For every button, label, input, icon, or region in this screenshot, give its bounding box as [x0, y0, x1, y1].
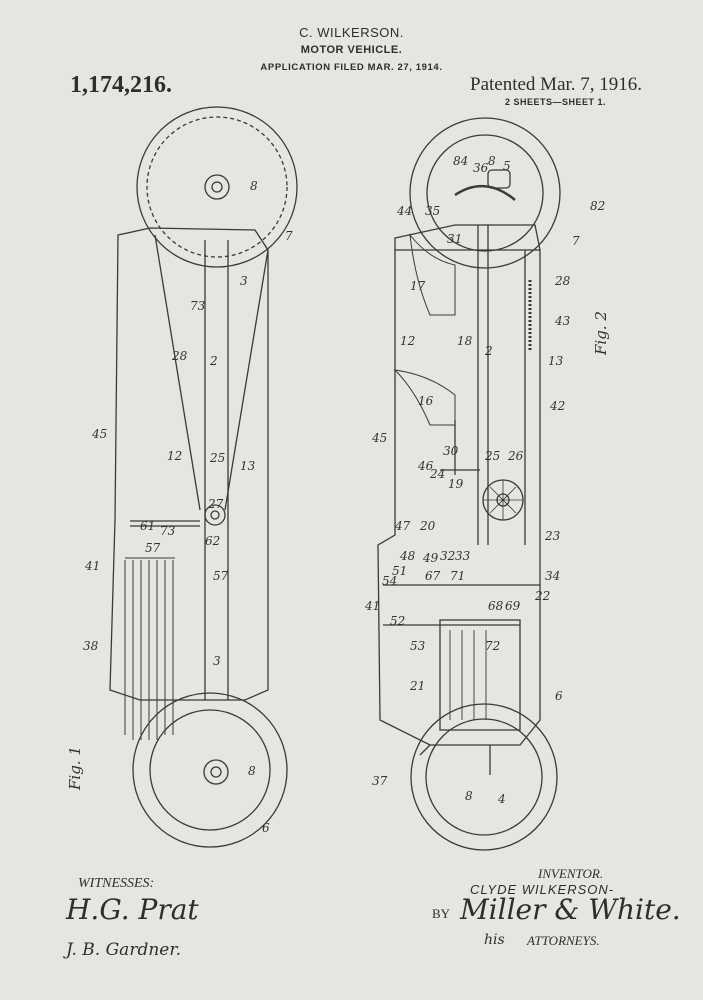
ref: 5 — [503, 159, 511, 173]
ref: 28 — [554, 274, 571, 288]
fig1-front-wheel — [136, 106, 298, 268]
by-label: BY — [432, 906, 451, 921]
fig2-front-wheel — [409, 117, 561, 269]
ref: 6 — [262, 821, 270, 835]
fig1-top-view — [109, 106, 298, 848]
ref: 8 — [488, 154, 496, 168]
ref: 45 — [91, 427, 107, 441]
ref: 25 — [209, 451, 225, 465]
ref: 13 — [240, 459, 256, 473]
ref: 37 — [372, 774, 388, 788]
ref: 8 — [465, 789, 473, 803]
ref: 67 — [425, 569, 441, 583]
fig2-label: Fig. 2 — [592, 311, 610, 356]
ref: 4 — [497, 792, 506, 806]
fig1-rear-wheel — [132, 692, 288, 848]
inventor-label: INVENTOR. — [538, 866, 604, 881]
witness-signature-1: H.G. Prat — [66, 893, 199, 926]
attorneys-label: ATTORNEYS. — [527, 933, 600, 948]
ref: 20 — [419, 519, 436, 533]
witness-signature-2: J. B. Gardner. — [66, 940, 181, 960]
ref: 46 — [417, 459, 434, 473]
ref: 52 — [390, 614, 405, 628]
ref: 68 — [488, 599, 504, 613]
inventor-name: CLYDE WILKERSON- — [470, 882, 615, 897]
ref: 30 — [443, 444, 459, 458]
fig2-body-outline — [377, 224, 541, 746]
application-filed-date: APPLICATION FILED MAR. 27, 1914. — [260, 62, 443, 73]
ref: 23 — [544, 529, 561, 543]
ref: 34 — [545, 569, 560, 583]
ref: 38 — [83, 639, 99, 653]
attorney-signature: Miller & White. — [460, 893, 681, 926]
ref: 57 — [145, 541, 161, 555]
ref: 41 — [364, 599, 380, 613]
ref: 62 — [205, 534, 220, 548]
ref: 61 — [140, 519, 155, 533]
fig1-body-outline — [109, 227, 269, 701]
ref: 47 — [394, 519, 411, 533]
ref: 72 — [485, 639, 500, 653]
ref: 51 — [392, 564, 407, 578]
ref: 12 — [400, 334, 415, 348]
ref: 16 — [418, 394, 434, 408]
ref: 36 — [473, 161, 489, 175]
fig2-rear-wheel — [410, 703, 558, 851]
ref: 2 — [209, 354, 218, 368]
ref: 8 — [250, 179, 258, 193]
ref: 57 — [213, 569, 229, 583]
ref: 31 — [447, 232, 462, 246]
inventor-name-header: C. WILKERSON. — [299, 25, 404, 40]
fig2-reference-numerals: 84 36 8 5 44 35 31 82 7 28 17 43 12 18 2… — [364, 154, 610, 806]
ref: 26 — [507, 449, 524, 463]
fig1-reference-numerals: 7 8 3 73 28 2 12 25 13 45 27 61 73 57 62… — [66, 179, 293, 835]
ref: 13 — [548, 354, 564, 368]
ref: 8 — [248, 764, 256, 778]
patented-date: Patented Mar. 7, 1916. — [470, 74, 643, 95]
patent-number: 1,174,216. — [70, 72, 172, 98]
ref: 7 — [285, 229, 293, 243]
ref: 43 — [554, 314, 571, 328]
ref: 7 — [572, 234, 580, 248]
sheet-count: 2 SHEETS—SHEET 1. — [505, 97, 607, 107]
fig1-label: Fig. 1 — [66, 746, 84, 791]
fig2-engine — [439, 619, 521, 731]
ref: 27 — [207, 497, 224, 511]
ref: 53 — [410, 639, 426, 653]
ref: 17 — [410, 279, 426, 293]
ref: 84 — [453, 154, 468, 168]
ref: 3 — [213, 654, 221, 668]
fig2-side-view — [377, 117, 561, 851]
ref: 2 — [484, 344, 493, 358]
ref: 24 — [429, 467, 445, 481]
ref: 6 — [555, 689, 563, 703]
ref: 25 — [484, 449, 500, 463]
ref: 73 — [160, 524, 176, 538]
ref: 21 — [409, 679, 425, 693]
ref: 19 — [448, 477, 464, 491]
ref: 18 — [457, 334, 473, 348]
ref: 49 — [422, 551, 439, 565]
ref: 28 — [171, 349, 188, 363]
ref: 41 — [84, 559, 100, 573]
ref: 32 — [440, 549, 455, 563]
ref: 82 — [590, 199, 605, 213]
ref: 44 — [396, 204, 412, 218]
patent-title: MOTOR VEHICLE. — [300, 44, 403, 56]
ref: 33 — [455, 549, 471, 563]
ref: 35 — [425, 204, 440, 218]
ref: 71 — [450, 569, 465, 583]
witnesses-label: WITNESSES: — [78, 876, 155, 891]
ref: 45 — [371, 431, 387, 445]
ref: 42 — [549, 399, 565, 413]
ref: 12 — [167, 449, 182, 463]
ref: 69 — [505, 599, 521, 613]
ref: 48 — [399, 549, 416, 563]
his-label: his — [484, 932, 505, 948]
ref: 22 — [534, 589, 550, 603]
ref: 54 — [382, 574, 397, 588]
ref: 73 — [190, 299, 206, 313]
ref: 3 — [240, 274, 248, 288]
